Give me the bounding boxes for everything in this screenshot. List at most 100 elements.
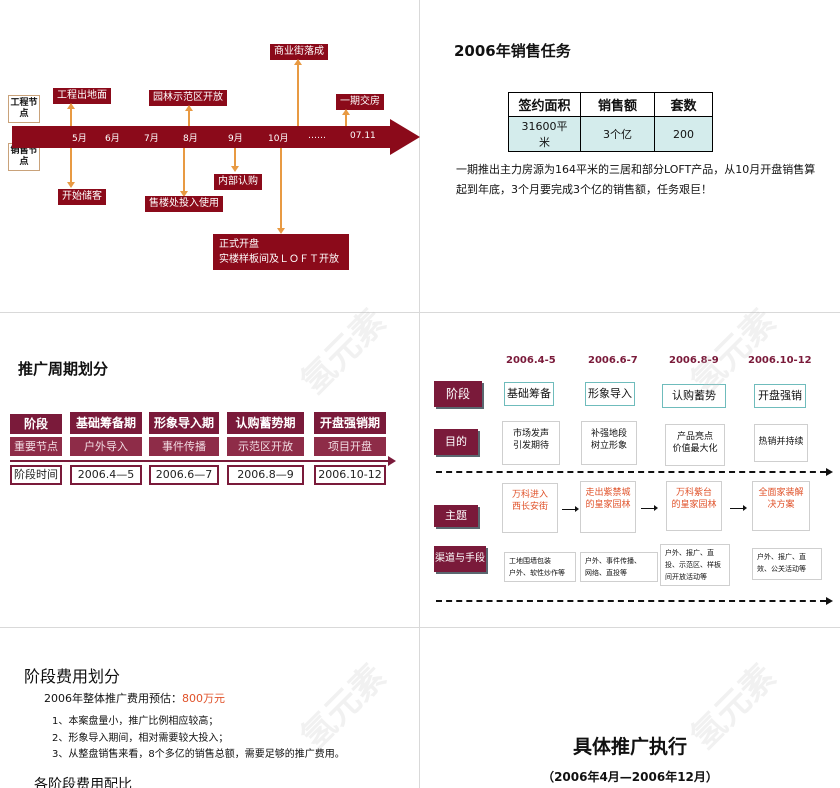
theme-box: 走出紫禁城 的皇家园林 [580,481,636,533]
period-date: 2006.4-5 [506,355,556,366]
theme-line: 的皇家园林 [585,500,631,510]
cost-reason-item: 2、形象导入期间，相对需要较大投入； [52,733,229,744]
stage-box: 形象导入 [585,382,635,406]
nodes-row-label: 重要节点 [10,437,62,456]
channel-line: 户外、事件传播、 [585,557,641,565]
table-header: 销售额 [580,92,655,117]
sales-task-table: 签约面积 销售额 套数 31600平米 3个亿 200 [508,92,713,152]
stage-name: 开盘强销期 [314,412,386,434]
connector-line [280,148,282,230]
connector-line [297,60,299,126]
table-row: 31600平米 3个亿 200 [508,116,713,152]
goal-box: 产品亮点 价值最大化 [665,424,725,466]
milestone-street: 商业街落成 [270,44,328,60]
arrow-up-icon [185,105,193,111]
arrow-down-icon [277,228,285,234]
period-date: 2006.10-12 [748,355,812,366]
goal-line: 引发期待 [512,441,549,451]
channel-line: 投、示范区、样板 [665,561,721,569]
goal-line: 产品亮点 [676,432,713,442]
stage-node: 示范区开放 [227,437,304,456]
goal-box: 补强地段 树立形象 [581,421,637,465]
goal-line: 热销并持续 [758,437,804,447]
stage-time: 2006.8—9 [227,465,304,485]
channel-box: 户外、事件传播、 网络、直投等 [580,552,658,582]
month-label: 7月 [144,134,159,144]
table-cell: 200 [654,116,713,152]
table-header: 套数 [654,92,713,117]
theme-line: 西长安街 [511,502,548,512]
timeline-arrowhead [390,119,420,155]
flow-arrow-icon [562,506,579,512]
cost-reason-item: 1、本案盘量小，推广比例相应较高； [52,716,219,727]
goal-line: 树立形象 [590,441,627,451]
period-arrowhead [388,456,396,466]
cost-ratio-subtitle: 各阶段费用配比 [34,777,132,788]
row-label-goal: 目的 [434,429,478,455]
connector-line [188,106,190,126]
budget-estimate: 2006年整体推广费用预估：800万元 [44,690,225,706]
stage-time: 2006.10-12 [314,465,386,485]
period-axis-line [10,460,390,462]
dashed-divider [436,600,826,602]
milestone-opening: 正式开盘 实楼样板间及ＬＯＦＴ开放 [213,234,349,270]
flow-arrow-icon [730,505,747,511]
milestone-reserve: 开始储客 [58,189,106,205]
channel-line: 工地围墙包装 [509,557,551,565]
goal-line: 补强地段 [590,429,627,439]
connector-line [183,148,185,193]
table-header: 签约面积 [508,92,581,117]
channel-box: 工地围墙包装 户外、软性炒作等 [504,552,576,582]
stage-name: 形象导入期 [149,412,219,434]
connector-line [70,104,72,126]
milestone-garden: 园林示范区开放 [149,90,227,106]
milestone-ground: 工程出地面 [53,88,111,104]
arrow-up-icon [294,59,302,65]
month-label: 10月 [268,134,289,144]
channel-box: 户外、报广、直 投、示范区、样板 间开放活动等 [660,544,730,586]
arrow-down-icon [180,191,188,197]
opening-line1: 正式开盘 [219,239,259,250]
stage-node: 项目开盘 [314,437,386,456]
theme-box: 万科进入 西长安街 [502,483,558,533]
budget-label: 2006年整体推广费用预估： [44,692,182,705]
sales-task-description: 一期推出主力房源为164平米的三居和部分LOFT产品，从10月开盘销售算起到年底… [456,163,816,196]
milestone-sales-office: 售楼处投入使用 [145,196,223,212]
dashed-divider [436,471,826,473]
grid-divider-vertical [419,0,420,788]
grid-divider-row2 [0,627,840,628]
stage-box: 基础筹备 [504,382,554,406]
connector-line [234,148,236,168]
channel-line: 网络、直投等 [585,569,627,577]
month-label: 8月 [183,134,198,144]
theme-line: 走出紫禁城 [585,488,631,498]
stage-box: 认购蓄势 [662,384,726,408]
cost-reason-item: 3、从整盘销售来看，8个多亿的销售总额，需要足够的推广费用。 [52,749,345,760]
execution-title: 具体推广执行 [572,736,687,758]
grid-divider-row1 [0,312,840,313]
timeline-axis [12,126,390,148]
connector-line [345,110,347,126]
month-label: 5月 [72,134,87,144]
channel-line: 户外、报广、直 [665,549,714,557]
budget-value: 800万元 [182,692,225,705]
arrow-up-icon [342,109,350,115]
theme-box: 全面家装解 决方案 [752,481,810,531]
stage-box: 开盘强销 [754,384,806,408]
channel-box: 户外、报广、直 效、公关活动等 [752,548,822,580]
stage-node: 事件传播 [149,437,219,456]
channel-line: 户外、软性炒作等 [509,569,565,577]
channel-line: 间开放活动等 [665,573,707,581]
theme-line: 的皇家园林 [671,500,717,510]
stage-time: 2006.4—5 [70,465,142,485]
month-label: 9月 [228,134,243,144]
connector-line [70,148,72,184]
stage-name: 基础筹备期 [70,412,142,434]
milestone-internal: 内部认购 [214,174,262,190]
opening-line2: 实楼样板间及ＬＯＦＴ开放 [219,254,339,265]
month-label: 07.11 [350,131,376,141]
arrow-down-icon [67,182,75,188]
stage-node: 户外导入 [70,437,142,456]
theme-line: 万科进入 [511,490,548,500]
stage-row-label: 阶段 [10,414,62,434]
